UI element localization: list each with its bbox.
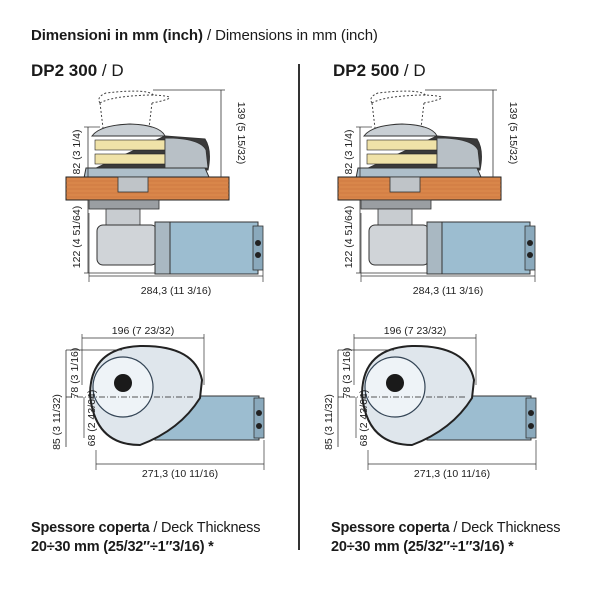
dim-top-length: 271,3 (10 11/16)	[414, 468, 490, 480]
shaft	[117, 176, 149, 193]
chain-pipe-dashed-outline	[370, 90, 442, 129]
terminal	[255, 240, 261, 246]
housing-shroud	[164, 137, 209, 169]
dim-top-width: 196 (7 23/32)	[112, 325, 174, 337]
header-separator: /	[202, 27, 216, 44]
model-title-dp2-300: DP2 300 / D	[31, 61, 124, 81]
note-separator: /	[149, 520, 161, 536]
note-english: Deck Thickness	[461, 520, 561, 536]
dim-top-lower: 68 (2 43/64)	[358, 390, 370, 447]
model-separator: /	[399, 61, 414, 80]
chain-hole	[386, 374, 404, 392]
dim-top-lower: 68 (2 43/64)	[86, 390, 98, 447]
gypsy-lower	[366, 153, 438, 165]
dim-top-width: 196 (7 23/32)	[384, 325, 446, 337]
housing-shroud	[436, 137, 481, 169]
terminal	[256, 410, 262, 416]
dim-top-total: 85 (3 11/32)	[323, 394, 335, 450]
side-view: 139 (5 15/32) 82 (3 1/4) 122 (4 51/64) 284,…	[337, 89, 536, 297]
dim-below-deck: 122 (4 51/64)	[343, 206, 355, 268]
shaft	[389, 176, 421, 193]
dim-above-deck: 82 (3 1/4)	[343, 130, 355, 175]
model-separator: /	[97, 61, 112, 80]
dim-top-length: 271,3 (10 11/16)	[142, 468, 218, 480]
model-variant: D	[413, 61, 426, 80]
dim-top-upper: 78 (3 1/16)	[69, 348, 81, 399]
terminal	[528, 410, 534, 416]
dim-side-length: 284,3 (11 3/16)	[141, 285, 211, 297]
note-italian: Spessore coperta	[331, 520, 450, 536]
top-view: 196 (7 23/32) 78 (3 1/16) 68 (2 43/64) 85 (…	[51, 325, 265, 480]
model-title-dp2-500: DP2 500 / D	[333, 61, 426, 81]
dim-side-length: 284,3 (11 3/16)	[413, 285, 483, 297]
dome-cap	[91, 123, 166, 137]
motor-cap	[252, 225, 264, 271]
model-name: DP2 500	[333, 61, 400, 80]
terminal	[528, 423, 534, 429]
motor-endcap	[426, 221, 443, 275]
dim-below-deck: 122 (4 51/64)	[71, 206, 83, 268]
deck-thickness-note-dp2-500: Spessore coperta / Deck Thickness 20÷30 …	[331, 519, 560, 557]
note-italian: Spessore coperta	[31, 520, 150, 536]
dim-top-total: 85 (3 11/32)	[51, 394, 63, 450]
note-separator: /	[449, 520, 461, 536]
dim-top-upper: 78 (3 1/16)	[341, 348, 353, 399]
deck-thickness-note-dp2-300: Spessore coperta / Deck Thickness 20÷30 …	[31, 519, 260, 557]
model-variant: D	[111, 61, 124, 80]
header-english: Dimensions in mm (inch)	[215, 27, 378, 44]
note-english: Deck Thickness	[161, 520, 261, 536]
motor	[441, 221, 531, 275]
motor-cap-top	[253, 397, 265, 439]
chain-hole	[114, 374, 132, 392]
note-value: 20÷30 mm (25/32″÷1″3/16) *	[331, 539, 514, 555]
motor-cap	[524, 225, 536, 271]
flange	[360, 199, 432, 210]
header-italian: Dimensioni in mm (inch)	[31, 27, 203, 44]
dome-cap	[363, 123, 438, 137]
dim-above-deck: 82 (3 1/4)	[71, 130, 83, 175]
column-divider	[298, 64, 300, 550]
top-view: 196 (7 23/32) 78 (3 1/16) 68 (2 43/64) 85 (…	[323, 325, 537, 480]
dim-total-height: 139 (5 15/32)	[507, 102, 519, 164]
side-view: 139 (5 15/32) 82 (3 1/4) 122 (4 51/64) 284,…	[65, 89, 264, 297]
chain-pipe-dashed-outline	[98, 90, 170, 129]
dim-total-height: 139 (5 15/32)	[235, 102, 247, 164]
model-name: DP2 300	[31, 61, 98, 80]
terminal	[527, 240, 533, 246]
terminal	[256, 423, 262, 429]
terminal	[255, 252, 261, 258]
note-value: 20÷30 mm (25/32″÷1″3/16) *	[31, 539, 214, 555]
page-header: Dimensioni in mm (inch) / Dimensions in …	[31, 27, 378, 44]
motor-cap-top	[525, 397, 537, 439]
gypsy-upper	[366, 139, 438, 151]
gearbox	[368, 224, 430, 266]
terminal	[527, 252, 533, 258]
